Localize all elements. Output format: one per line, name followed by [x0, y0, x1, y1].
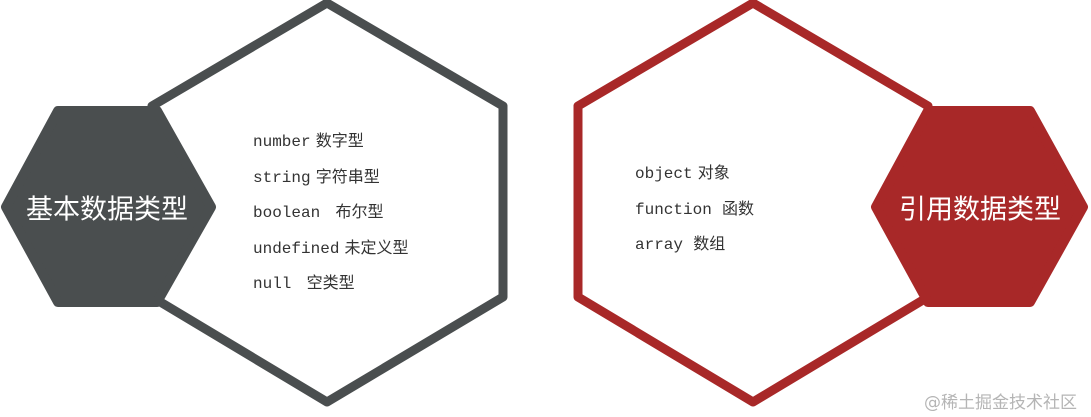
left-small-hexagon — [1, 106, 216, 307]
list-item: object 对象 — [635, 155, 754, 191]
list-item: undefined 未定义型 — [253, 230, 409, 266]
left-hexagon-title: 基本数据类型 — [26, 194, 188, 226]
type-keyword: array — [635, 236, 684, 254]
type-description: 空类型 — [306, 273, 355, 292]
list-item: array 数组 — [635, 226, 754, 262]
type-description: 字符串型 — [315, 166, 380, 186]
right-small-hexagon — [871, 106, 1088, 307]
reference-types-list: object 对象 function 函数 array 数组 — [635, 155, 754, 262]
type-description: 对象 — [697, 163, 730, 182]
list-item: number 数字型 — [253, 123, 409, 159]
type-keyword: string — [253, 168, 311, 187]
type-description: 数字型 — [315, 131, 364, 150]
list-item: boolean 布尔型 — [253, 194, 409, 230]
type-keyword: boolean — [253, 204, 321, 222]
list-item: function 函数 — [635, 191, 754, 227]
type-keyword: object — [635, 165, 693, 183]
type-keyword: null — [253, 275, 292, 293]
type-description: 函数 — [721, 198, 754, 218]
type-keyword: undefined — [253, 239, 340, 258]
watermark: @稀土掘金技术社区 — [924, 393, 1077, 413]
type-description: 未定义型 — [344, 237, 409, 257]
basic-types-list: number 数字型 string 字符串型 boolean 布尔型 undef… — [253, 123, 409, 301]
type-keyword: function — [635, 200, 712, 219]
right-hexagon-title: 引用数据类型 — [899, 194, 1061, 226]
list-item: null 空类型 — [253, 265, 409, 301]
type-description: 布尔型 — [335, 202, 384, 221]
type-keyword: number — [253, 133, 311, 151]
type-description: 数组 — [693, 234, 726, 253]
list-item: string 字符串型 — [253, 159, 409, 195]
